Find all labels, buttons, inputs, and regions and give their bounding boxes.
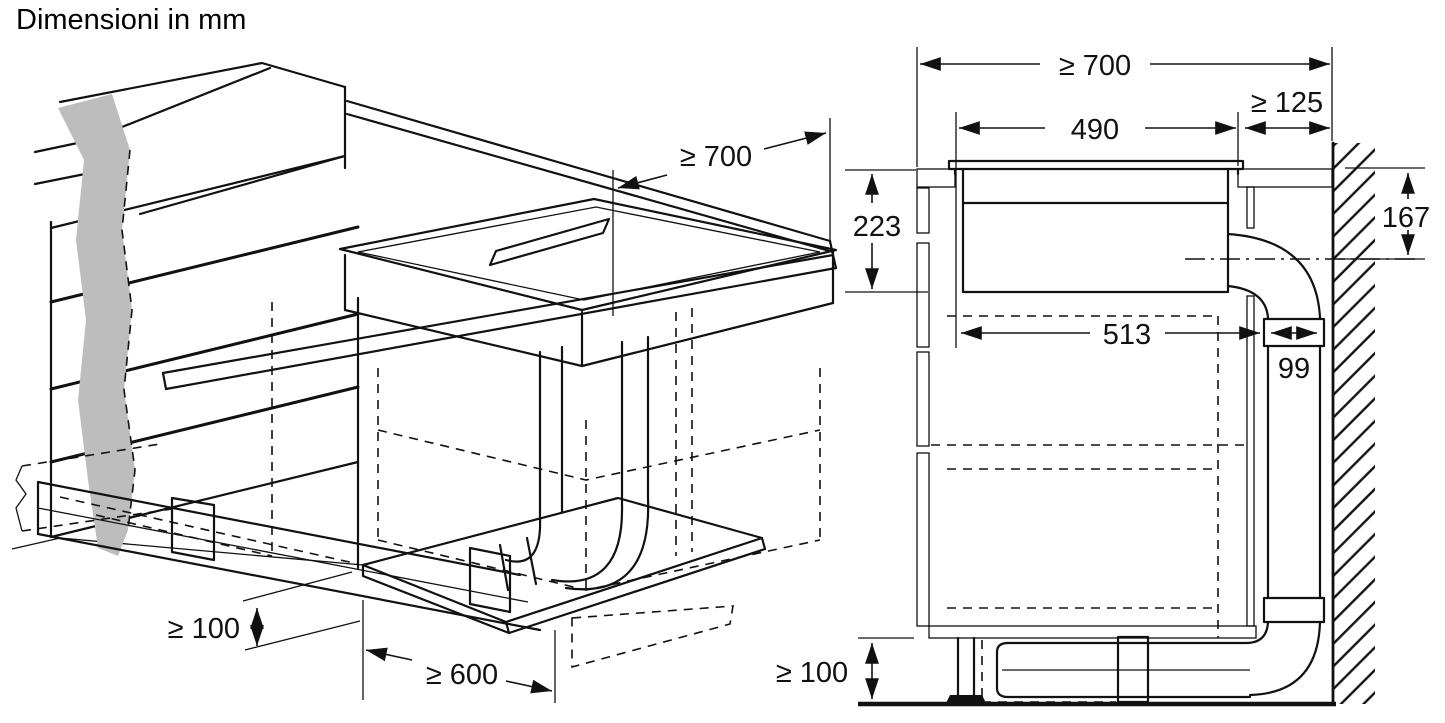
dim-worktop-depth: ≥ 700 (612, 118, 831, 316)
cabinet-clearance-dashed (931, 315, 1246, 703)
duct-coupling-upper (1262, 317, 1326, 348)
cabinet-side-panel (916, 187, 930, 627)
counter-run (33, 61, 347, 216)
dim-outlet-drop: 167 (1338, 167, 1430, 260)
dim-label-cutout-width: 490 (1071, 114, 1119, 146)
dim-label-inner-depth: 513 (1103, 319, 1151, 351)
dim-plinth-height: ≥ 100 (776, 637, 914, 699)
vent-slot (488, 217, 611, 267)
hob-top (338, 197, 838, 312)
duct-coupling-lower (1262, 596, 1326, 624)
dim-label-width: ≥ 600 (426, 659, 498, 691)
cabinet-bottom (928, 625, 1257, 639)
vertical-duct (498, 335, 650, 592)
isometric-view: ≥ 700 ≥ 100 ≥ 600 (11, 61, 838, 703)
worktop-section (916, 168, 1333, 188)
dim-label-appliance-height: 223 (853, 211, 901, 243)
clearance-dashed (59, 302, 821, 669)
dim-floor-duct-height: ≥ 100 (168, 571, 361, 651)
dim-inner-depth: 513 (961, 319, 1260, 351)
floor-plate (361, 496, 767, 635)
dim-label-outlet-drop: 167 (1382, 202, 1430, 234)
dim-label-floor-duct: ≥ 100 (168, 613, 240, 645)
cabinet-back-panel (1246, 186, 1255, 627)
plinth-foot (946, 636, 986, 703)
duct-section (995, 232, 1326, 704)
hob-section (947, 159, 1245, 294)
wall (1331, 141, 1375, 706)
dim-label-depth: ≥ 700 (680, 141, 752, 173)
dim-label-duct-width: 99 (1278, 353, 1310, 385)
dim-label-min-depth: ≥ 700 (1059, 50, 1131, 82)
dim-label-wall-clearance: ≥ 125 (1251, 87, 1323, 119)
dim-appliance-height: 223 (845, 169, 928, 293)
dim-cutout-width: 490 (955, 112, 1239, 348)
hob-body (343, 250, 835, 368)
floor-duct (15, 443, 542, 632)
dim-wall-clearance: ≥ 125 (1245, 87, 1330, 135)
dim-cabinet-width: ≥ 600 (362, 600, 556, 703)
page-title: Dimensioni in mm (16, 4, 247, 36)
dim-min-depth: ≥ 700 (916, 47, 1333, 167)
dim-label-plinth-height: ≥ 100 (776, 657, 848, 689)
section-view: ≥ 700 490 ≥ 125 223 (776, 47, 1430, 707)
break-band (58, 94, 136, 556)
dim-duct-width: 99 (1271, 326, 1317, 385)
